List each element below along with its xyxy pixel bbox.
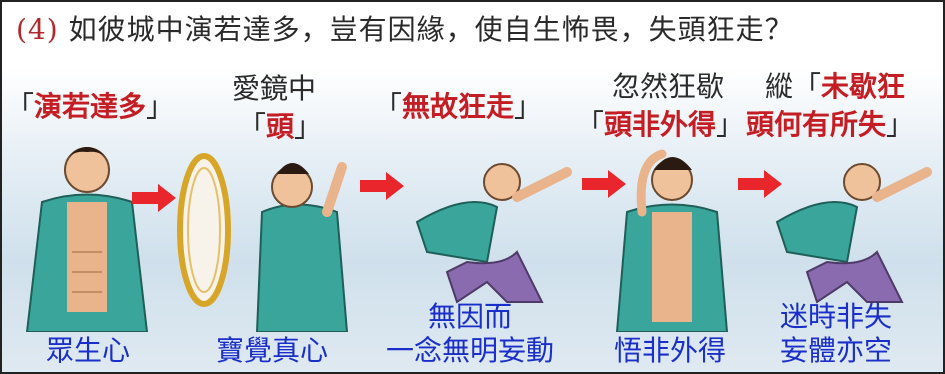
man-at-mirror-figure xyxy=(255,162,349,332)
mirror-figure xyxy=(177,153,231,307)
panel5-caption-line1: 縱「未歇狂 xyxy=(765,70,906,103)
panel1-meaning: 眾生心 xyxy=(46,334,131,367)
panel2-caption-line2: 「頭」 xyxy=(238,110,323,143)
panel4-caption-line2: 「頭非外得」 xyxy=(576,108,745,141)
panel2-meaning: 寶覺真心 xyxy=(216,334,329,367)
arrow-right-icon xyxy=(132,184,176,212)
panel4-caption-line1: 忽然狂歇 xyxy=(612,70,725,103)
running-man-figure-2 xyxy=(775,163,932,304)
arrow-right-icon xyxy=(738,170,782,198)
panel3-meaning-line1: 無因而 xyxy=(428,300,513,333)
arrow-right-icon xyxy=(582,170,626,198)
panel5-meaning-line1: 迷時非失 xyxy=(780,300,893,333)
running-man-figure xyxy=(415,163,572,304)
man-touching-head-figure xyxy=(615,149,729,332)
panel5-caption-line2: 頭何有所失」 xyxy=(746,108,915,141)
page-title: (4) 如彼城中演若達多，豈有因緣，使自生怖畏，失頭狂走？ xyxy=(16,8,794,48)
panel3-caption: 「無故狂走」 xyxy=(374,90,543,123)
panel5-meaning-line2: 妄體亦空 xyxy=(780,334,893,367)
man-standing-figure xyxy=(25,147,149,332)
title-text: 如彼城中演若達多，豈有因緣，使自生怖畏，失頭狂走？ xyxy=(68,13,794,46)
arrow-right-icon xyxy=(360,172,404,200)
panel4-meaning: 悟非外得 xyxy=(614,334,727,367)
panel1-caption: 「演若達多」 xyxy=(6,90,175,123)
item-number: (4) xyxy=(16,13,59,46)
panel3-meaning-line2: 一念無明妄動 xyxy=(386,334,555,367)
panel2-caption-line1: 愛鏡中 xyxy=(232,72,317,105)
